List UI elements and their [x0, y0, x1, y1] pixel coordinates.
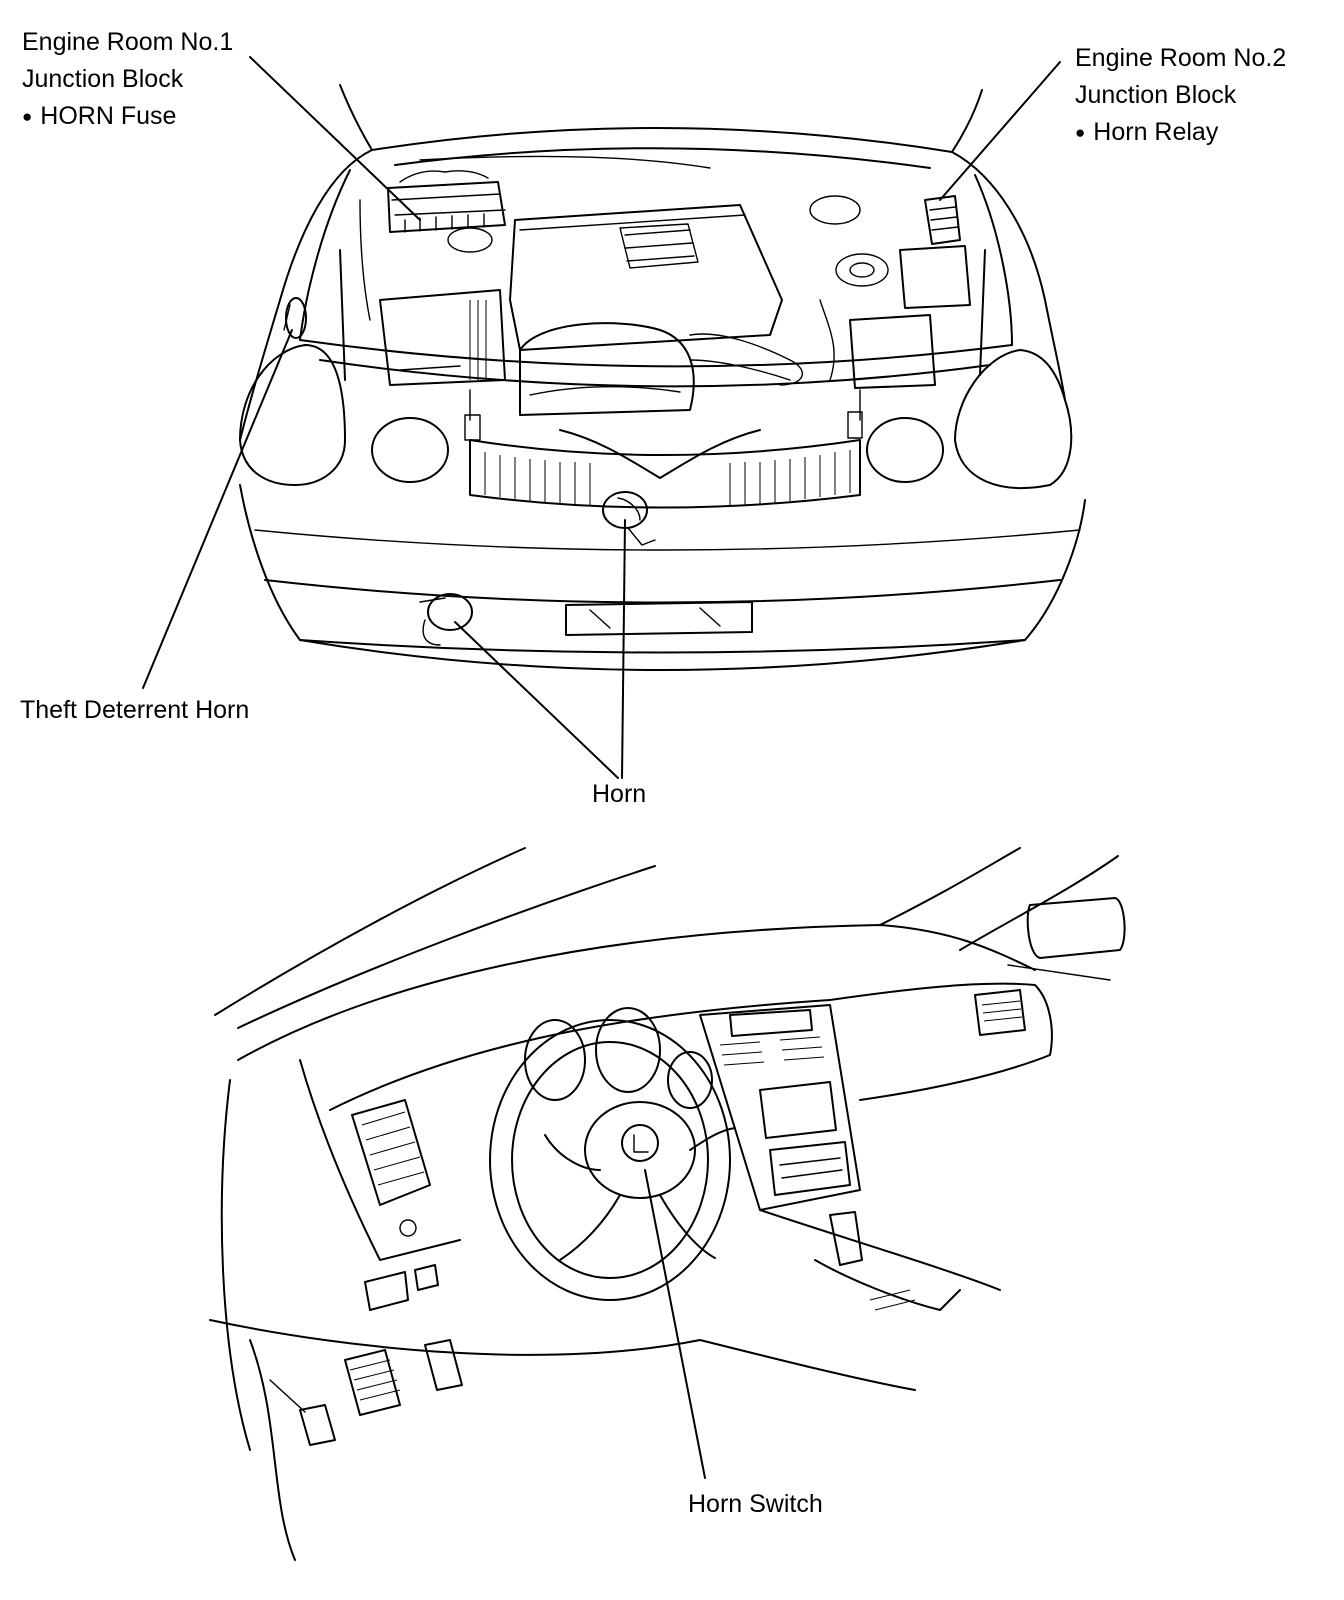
- engine-room-no1-line1: Engine Room No.1: [22, 28, 234, 56]
- theft-deterrent-horn-label: Theft Deterrent Horn: [20, 696, 250, 724]
- horn-label: Horn: [592, 780, 647, 808]
- engine-compartment-illustration: [142, 56, 1086, 779]
- horn-fuse-label: HORN Fuse: [22, 98, 233, 137]
- engine-room-no1-line2: Junction Block: [22, 65, 184, 93]
- dashboard-illustration: [209, 847, 1126, 1561]
- horn-switch-label: Horn Switch: [688, 1490, 823, 1518]
- horn-relay-label: Horn Relay: [1075, 114, 1286, 153]
- engine-room-no1-junction-block-label: Engine Room No.1 Junction Block HORN Fus…: [22, 24, 233, 137]
- engine-room-no2-line1: Engine Room No.2: [1075, 44, 1287, 72]
- engine-room-no2-line2: Junction Block: [1075, 81, 1237, 109]
- engine-room-no2-junction-block-label: Engine Room No.2 Junction Block Horn Rel…: [1075, 40, 1286, 153]
